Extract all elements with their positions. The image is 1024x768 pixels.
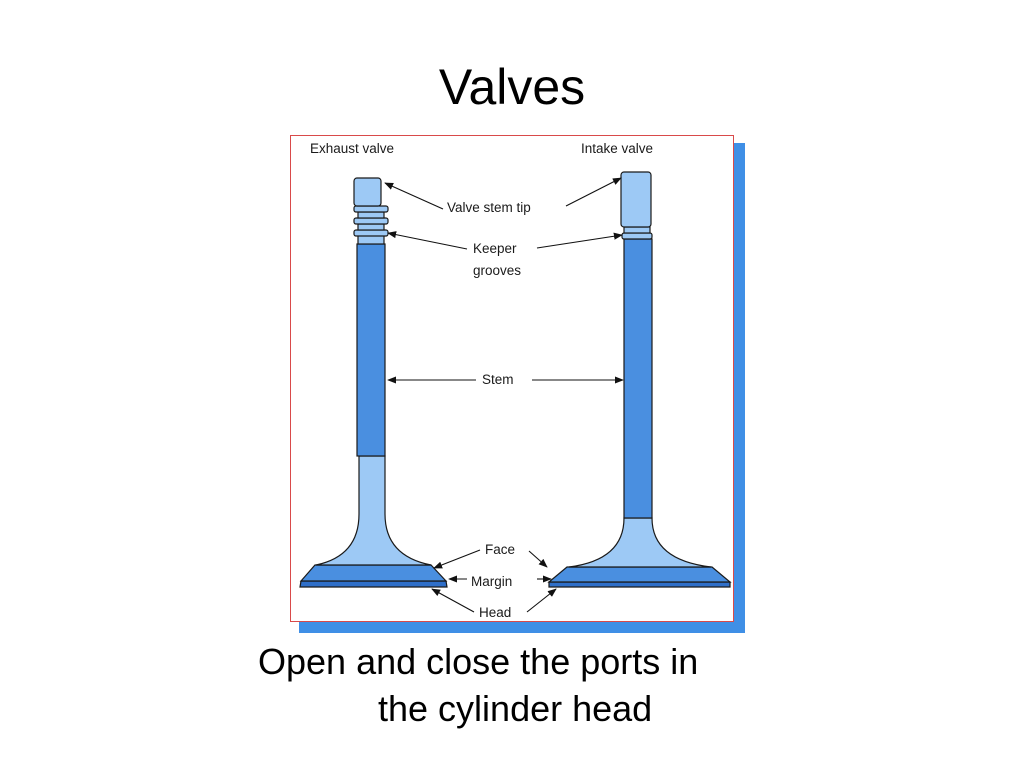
arrow-face-right — [528, 550, 548, 568]
face-label: Face — [485, 542, 515, 557]
valve-diagram-svg: Exhaust valve Intake valve Valve stem ti… — [299, 141, 732, 620]
intake-valve-margin — [547, 566, 732, 583]
arrow-stem-tip-left — [384, 182, 444, 210]
caption-line-2: the cylinder head — [378, 688, 653, 729]
stem-label: Stem — [482, 372, 514, 387]
valve-diagram: Exhaust valve Intake valve Valve stem ti… — [290, 135, 734, 622]
valve-stem-tip-label: Valve stem tip — [447, 200, 531, 215]
arrow-head-right — [526, 588, 557, 613]
intake-valve-neck — [568, 517, 712, 568]
slide-title: Valves — [438, 59, 586, 115]
arrow-head-left — [431, 588, 475, 613]
intake-valve-stem-tip — [620, 171, 652, 228]
intake-valve-head — [548, 581, 731, 588]
exhaust-valve — [299, 177, 448, 588]
arrow-keeper-left — [387, 231, 468, 250]
intake-valve-label: Intake valve — [581, 141, 653, 156]
exhaust-valve-stem-tip — [353, 177, 382, 207]
arrow-face-left — [433, 549, 481, 569]
exhaust-valve-neck — [315, 455, 432, 566]
exhaust-valve-margin — [299, 564, 448, 582]
arrow-keeper-right — [536, 232, 623, 249]
arrow-stem-tip-right — [565, 177, 622, 207]
slide-caption: Open and close the ports in the cylinder… — [200, 638, 840, 732]
intake-valve-stem — [623, 238, 653, 519]
caption-line-1: Open and close the ports in — [258, 641, 699, 682]
leader-arrows — [384, 177, 624, 613]
exhaust-valve-label: Exhaust valve — [310, 141, 394, 156]
keeper-grooves-label-1: Keeper — [473, 241, 517, 256]
head-label: Head — [479, 605, 511, 620]
keeper-grooves-label-2: grooves — [473, 263, 521, 278]
intake-valve — [547, 171, 732, 588]
exhaust-valve-head — [299, 580, 448, 588]
exhaust-valve-stem — [356, 243, 386, 457]
margin-label: Margin — [471, 574, 512, 589]
